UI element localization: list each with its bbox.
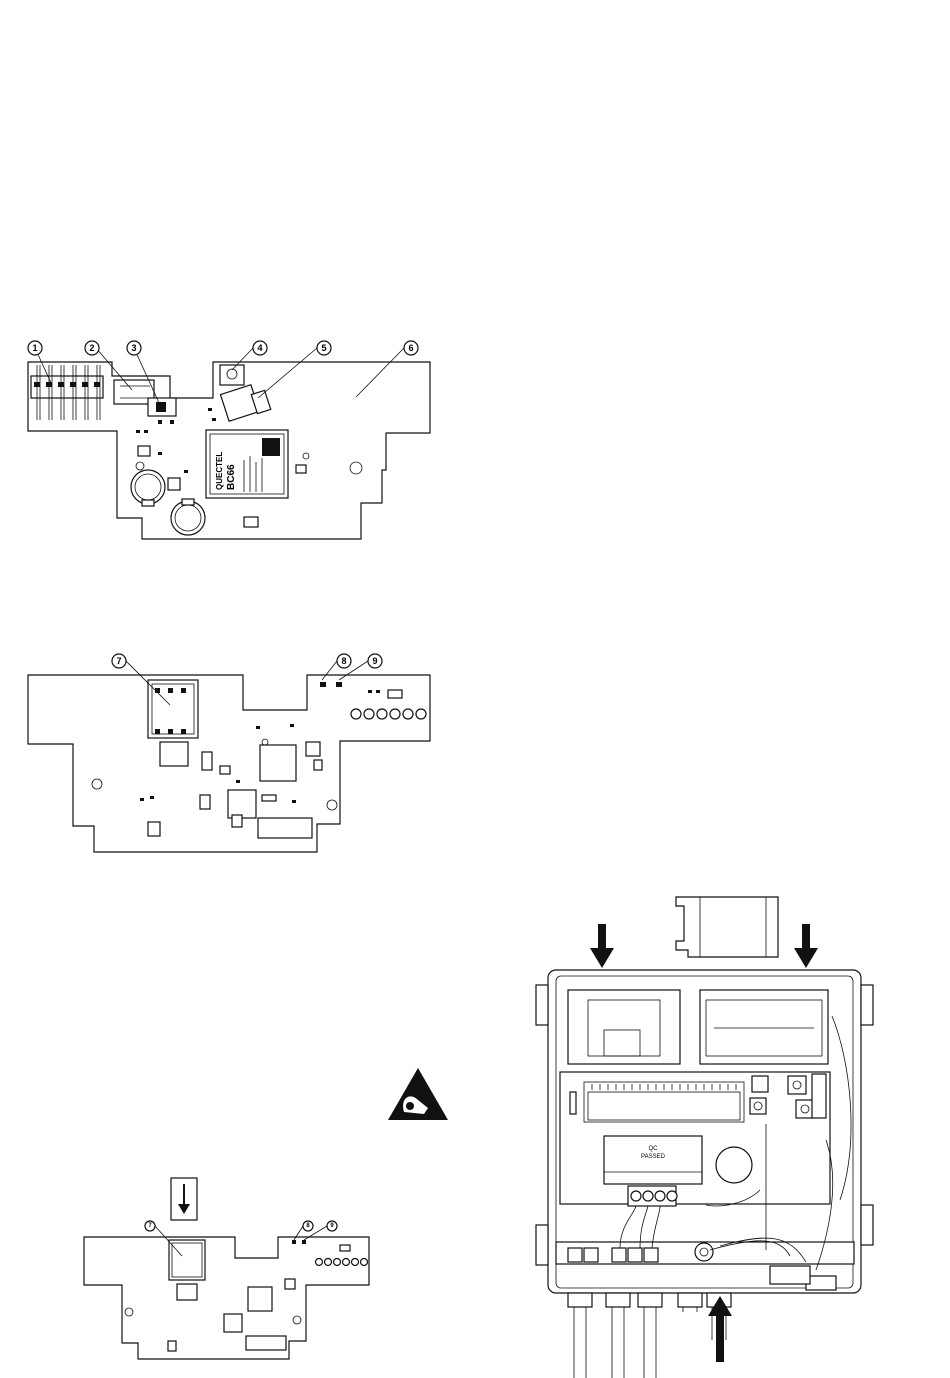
cellular-module: QUECTEL BC66 — [206, 430, 288, 498]
board-bottom: 7 8 9 — [28, 654, 430, 852]
led-row — [316, 1259, 368, 1266]
terminal-block — [628, 1186, 677, 1206]
svg-text:PASSED: PASSED — [641, 1154, 666, 1160]
sim-insert-arrow — [171, 1178, 197, 1220]
sim-card-holder — [148, 680, 198, 738]
svg-text:1: 1 — [32, 343, 37, 353]
qc-label: QC PASSED — [604, 1136, 702, 1184]
svg-text:9: 9 — [372, 656, 377, 666]
callout-8: 8 — [322, 654, 351, 680]
board-top: QUECTEL BC66 1 — [28, 341, 430, 539]
arrow-down-icon — [794, 924, 818, 968]
callout-5: 5 — [258, 341, 331, 398]
led-row — [351, 709, 426, 719]
svg-text:3: 3 — [131, 343, 136, 353]
enclosure: QC PASSED — [536, 897, 873, 1378]
svg-text:2: 2 — [89, 343, 94, 353]
esd-warning-icon — [388, 1068, 448, 1120]
svg-text:QC: QC — [649, 1146, 659, 1152]
svg-text:4: 4 — [257, 343, 262, 353]
svg-text:8: 8 — [341, 656, 346, 666]
module-brand: QUECTEL — [215, 452, 224, 490]
enclosure-clip — [676, 897, 778, 957]
svg-text:5: 5 — [321, 343, 326, 353]
board-small: 7 8 9 — [84, 1221, 369, 1359]
svg-text:7: 7 — [116, 656, 121, 666]
svg-text:6: 6 — [408, 343, 413, 353]
callout-6: 6 — [356, 341, 418, 397]
cable-nuts — [568, 1293, 731, 1307]
arrow-down-icon — [590, 924, 614, 968]
capacitor — [171, 499, 205, 535]
module-model: BC66 — [226, 464, 237, 490]
pin-header — [31, 365, 103, 420]
capacitor — [131, 470, 165, 506]
antenna-connector — [220, 385, 270, 422]
